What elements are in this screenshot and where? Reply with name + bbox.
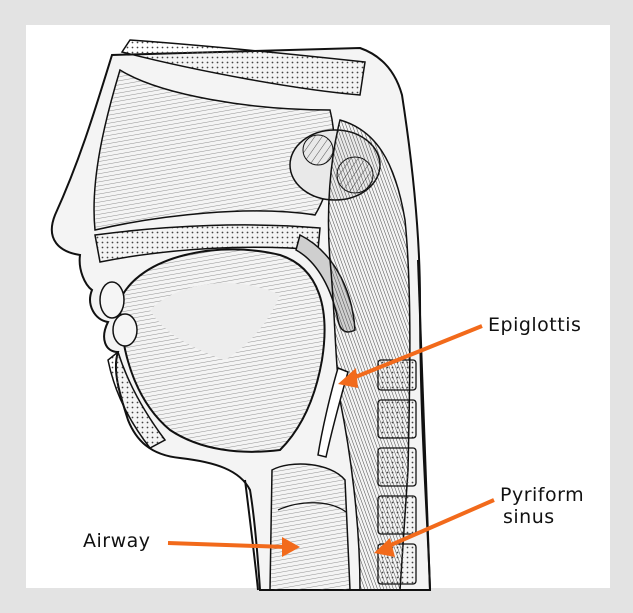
larynx bbox=[270, 464, 350, 590]
lower-teeth bbox=[113, 314, 137, 346]
upper-teeth bbox=[100, 282, 124, 318]
pyriform-text-line1: Pyriform bbox=[500, 484, 584, 506]
pyriform-sinus-label: Pyriform sinus bbox=[500, 484, 584, 528]
pyriform-text-line2: sinus bbox=[500, 506, 584, 528]
epiglottis-text: Epiglottis bbox=[488, 314, 581, 336]
airway-text: Airway bbox=[83, 530, 151, 552]
epiglottis-label: Epiglottis bbox=[488, 314, 581, 336]
airway-label: Airway bbox=[83, 530, 151, 552]
